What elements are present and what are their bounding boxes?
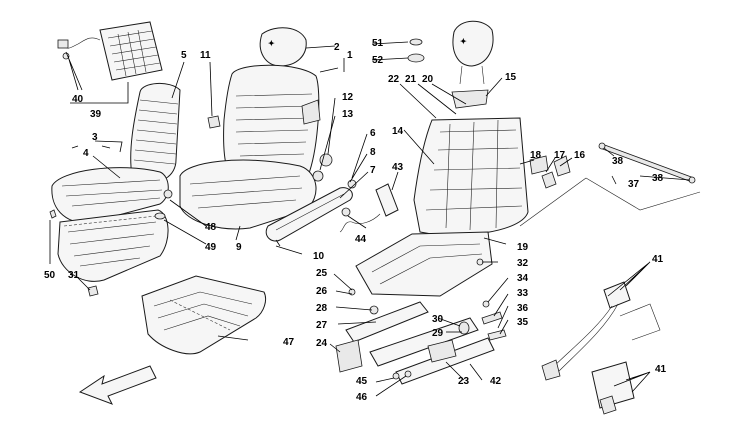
callout-29: 29: [432, 328, 444, 339]
callout-50: 50: [44, 270, 56, 281]
callout-38-upper: 38: [612, 156, 624, 167]
callout-labels: 40 39 5 11 3 4 2 1 12 13 6 8 7 48 9 49 1…: [44, 38, 667, 403]
seat-slide-rails: [335, 301, 495, 385]
callout-23: 23: [458, 376, 470, 387]
callout-27: 27: [316, 320, 328, 331]
seat-cushion: [51, 167, 169, 224]
callout-17: 17: [554, 150, 566, 161]
callout-10: 10: [313, 251, 325, 262]
callout-24: 24: [316, 338, 328, 349]
callout-4: 4: [83, 148, 89, 159]
seat-lower-frame: [141, 275, 267, 355]
backrest-cushion: [130, 83, 181, 183]
callout-9: 9: [236, 242, 242, 253]
callout-39: 39: [90, 109, 102, 120]
callout-30: 30: [432, 314, 444, 325]
release-rod: [519, 142, 701, 227]
callout-49: 49: [205, 242, 217, 253]
callout-43: 43: [392, 162, 404, 173]
callout-45: 45: [356, 376, 368, 387]
callout-13: 13: [342, 109, 354, 120]
seat-belt-assembly: [541, 281, 661, 415]
callout-1: 1: [347, 50, 353, 61]
headrest: ✦: [407, 20, 494, 85]
seatbelt-buckle: [339, 183, 399, 233]
callout-19: 19: [517, 242, 529, 253]
callout-42: 42: [490, 376, 502, 387]
callout-46: 46: [356, 392, 368, 403]
seat-foam-base: [57, 209, 169, 282]
callout-38-lower: 38: [652, 173, 664, 184]
callout-34: 34: [517, 273, 529, 284]
side-trim-panel: [265, 187, 353, 242]
callout-44: 44: [355, 234, 367, 245]
leader-lines: [49, 41, 691, 397]
callout-31: 31: [68, 270, 80, 281]
callout-25: 25: [316, 268, 328, 279]
callout-22: 22: [388, 74, 400, 85]
recliner-parts: [529, 155, 571, 189]
svg-text:✦: ✦: [460, 37, 467, 46]
callout-21: 21: [405, 74, 417, 85]
callout-5: 5: [181, 50, 187, 61]
callout-41-upper: 41: [652, 254, 664, 265]
callout-48: 48: [205, 222, 217, 233]
callout-15: 15: [505, 72, 517, 83]
callout-36: 36: [517, 303, 529, 314]
callout-16: 16: [574, 150, 586, 161]
callout-41-lower: 41: [655, 364, 667, 375]
seat-heater-pad: [57, 21, 163, 81]
callout-40: 40: [72, 94, 84, 105]
callout-51: 51: [372, 38, 384, 49]
callout-28: 28: [316, 303, 328, 314]
recliner-knobs: [312, 153, 357, 189]
callout-11: 11: [200, 50, 211, 61]
callout-12: 12: [342, 92, 354, 103]
callout-7: 7: [370, 165, 376, 176]
callout-3: 3: [92, 132, 98, 143]
callout-37: 37: [628, 179, 640, 190]
callout-8: 8: [370, 147, 376, 158]
svg-text:✦: ✦: [268, 39, 275, 48]
callout-14: 14: [392, 126, 404, 137]
callout-33: 33: [517, 288, 529, 299]
callout-18: 18: [530, 150, 542, 161]
fasteners: [49, 115, 221, 297]
seat-frame: [355, 231, 493, 297]
complete-seat-assembly: ✦: [179, 27, 321, 230]
callout-20: 20: [422, 74, 434, 85]
callout-47: 47: [283, 337, 295, 348]
callout-2: 2: [334, 42, 340, 53]
callout-26: 26: [316, 286, 328, 297]
headrest-guide: [451, 89, 489, 109]
arrow-icon: [78, 365, 157, 405]
callout-52: 52: [372, 55, 384, 66]
callout-32: 32: [517, 258, 529, 269]
backrest-frame: [413, 117, 529, 236]
small-hardware: [348, 258, 507, 380]
callout-35: 35: [517, 317, 529, 328]
callout-6: 6: [370, 128, 376, 139]
